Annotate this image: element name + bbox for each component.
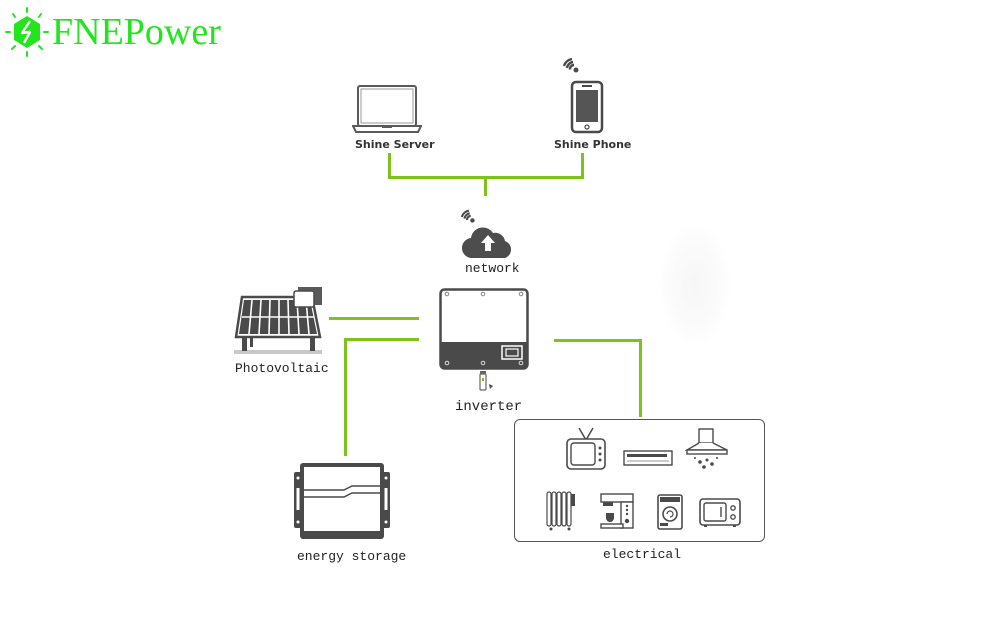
node-energy-storage [294, 462, 390, 542]
label-electrical: electrical [603, 547, 682, 562]
label-network: network [465, 261, 520, 276]
laptop-icon [352, 85, 422, 133]
node-electrical [514, 419, 765, 542]
cloud-upload-icon [461, 227, 512, 259]
label-inverter: inverter [455, 399, 523, 415]
label-shine-phone: Shine Phone [554, 138, 632, 151]
wifi-icon [562, 56, 580, 74]
radiator-icon [545, 488, 577, 532]
microwave-icon [699, 498, 741, 528]
wifi-dongle-icon [477, 371, 495, 391]
label-photovoltaic: Photovoltaic [235, 361, 329, 376]
brand-name: FNEPower [52, 11, 221, 53]
wire-server-down [388, 153, 391, 178]
smartphone-icon [570, 80, 604, 134]
node-inverter [439, 288, 529, 370]
label-shine-server: Shine Server [355, 138, 435, 151]
wire-inverter-to-electrical-v [639, 339, 642, 417]
tv-icon [565, 426, 607, 472]
solar-panel-icon [234, 287, 322, 354]
brand-logo-icon [4, 6, 50, 58]
node-network [461, 225, 515, 259]
label-energy-storage: energy storage [297, 549, 407, 564]
wire-bus-to-network [484, 176, 487, 196]
air-conditioner-icon [623, 450, 673, 466]
wire-storage-horizontal [344, 338, 419, 341]
background-watermark [660, 225, 730, 345]
wire-phone-down [581, 153, 584, 178]
inverter-icon [439, 288, 529, 370]
washing-machine-icon [657, 494, 683, 530]
node-shine-server [352, 84, 422, 134]
wire-pv-to-inverter [329, 317, 419, 320]
node-shine-phone [570, 80, 604, 134]
coffee-machine-icon [599, 492, 635, 530]
wire-inverter-to-electrical-h [554, 339, 642, 342]
wifi-icon [460, 208, 476, 224]
battery-icon [294, 463, 390, 539]
wire-storage-vertical [344, 338, 347, 456]
node-photovoltaic [232, 285, 324, 357]
range-hood-icon [685, 428, 729, 474]
